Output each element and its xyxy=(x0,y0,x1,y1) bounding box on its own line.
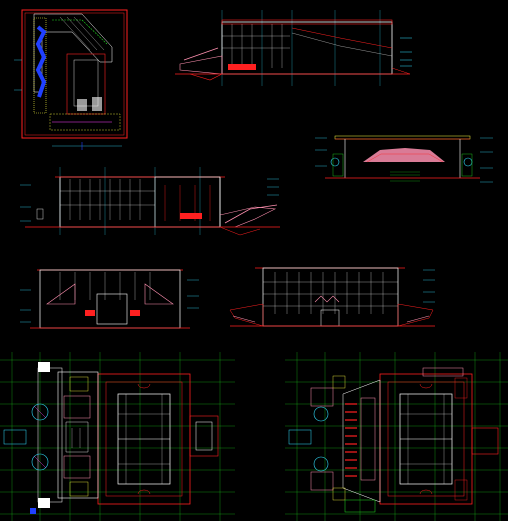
elevation-front-drawing[interactable] xyxy=(225,258,440,338)
site-plan-drawing[interactable] xyxy=(12,2,130,152)
section-grandstand-drawing[interactable] xyxy=(305,126,500,194)
floor-plan-right-drawing[interactable] xyxy=(285,352,508,521)
elevation-top-drawing[interactable] xyxy=(160,8,430,88)
floor-plan-left-drawing[interactable] xyxy=(0,352,235,521)
elevation-long-drawing[interactable] xyxy=(15,165,295,243)
elevation-left-drawing[interactable] xyxy=(15,260,205,335)
